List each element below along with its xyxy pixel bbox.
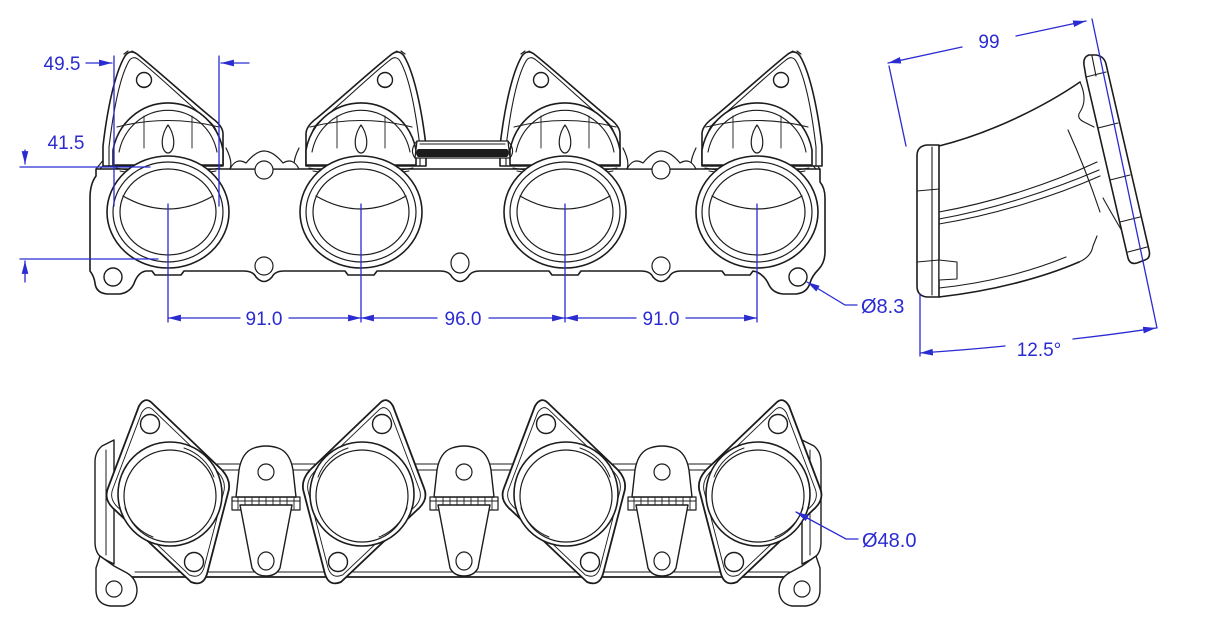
dim-text-pitch-left: 91.0 xyxy=(246,309,283,330)
saddle-hump-right xyxy=(622,147,697,180)
bottom-view xyxy=(94,399,823,607)
dim-text-flange-angle: 12.5° xyxy=(1017,340,1062,361)
dim-port-bore: Ø48.0 xyxy=(795,511,916,552)
side-view-dimensions: 99 12.5° xyxy=(887,18,1158,361)
dim-depth: 99 xyxy=(887,18,1158,329)
dim-face-height: 41.5 xyxy=(19,133,159,283)
dim-text-port-bore: Ø48.0 xyxy=(862,530,916,552)
center-bar xyxy=(411,140,514,159)
side-view xyxy=(916,54,1151,298)
dim-flange-angle: 12.5° xyxy=(919,293,1157,361)
front-view-dimensions: 49.5 41.5 91.0 96.0 91.0 xyxy=(19,54,904,330)
front-view xyxy=(89,50,826,295)
dim-port-pitch-chain: 91.0 96.0 91.0 xyxy=(167,309,758,330)
dim-text-face-height: 41.5 xyxy=(48,133,85,154)
dim-bell-width: 49.5 xyxy=(44,54,250,207)
bottom-view-dimensions: Ø48.0 xyxy=(795,511,916,552)
dim-corner-hole: Ø8.3 xyxy=(806,281,904,318)
saddle-hump-left xyxy=(225,147,300,180)
dim-text-corner-hole: Ø8.3 xyxy=(861,296,904,318)
dim-text-pitch-right: 91.0 xyxy=(643,309,680,330)
corner-hole-right xyxy=(788,267,808,287)
dim-text-bell-width: 49.5 xyxy=(44,54,81,75)
dim-text-depth: 99 xyxy=(978,32,999,53)
dim-text-pitch-center: 96.0 xyxy=(445,309,482,330)
corner-hole-left xyxy=(103,267,123,287)
